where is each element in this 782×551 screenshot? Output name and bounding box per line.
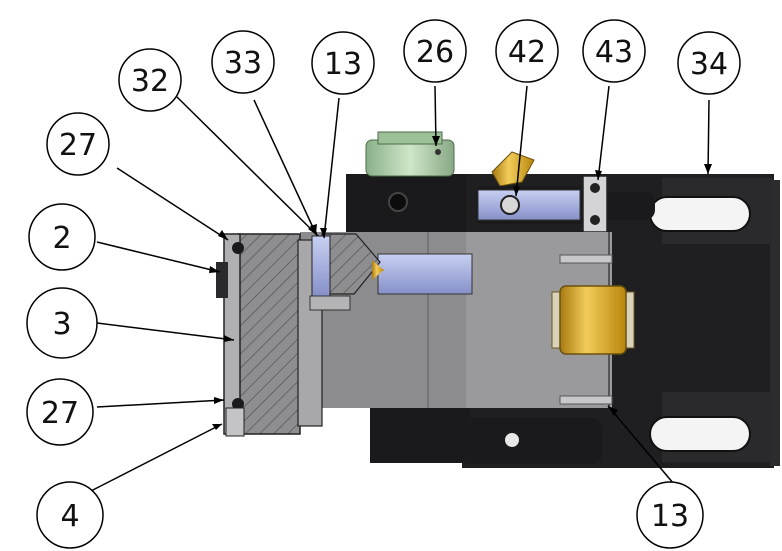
svg-text:27: 27 [41, 396, 79, 431]
balloon-4: 4 [36, 481, 104, 549]
balloon-27-bottom: 27 [26, 378, 94, 446]
svg-text:33: 33 [224, 46, 262, 81]
svg-text:4: 4 [60, 499, 79, 534]
balloon-32: 32 [118, 48, 182, 112]
balloon-33: 33 [211, 30, 275, 94]
balloon-43: 43 [582, 19, 646, 83]
svg-text:26: 26 [416, 35, 454, 70]
svg-text:43: 43 [595, 35, 633, 70]
balloon-13-bottom: 13 [636, 481, 704, 549]
balloon-27-top: 27 [46, 112, 110, 176]
balloon-34: 34 [677, 31, 741, 95]
balloon-42: 42 [495, 19, 559, 83]
svg-text:42: 42 [508, 35, 546, 70]
balloon-26: 26 [403, 19, 467, 83]
svg-text:13: 13 [651, 499, 689, 534]
balloon-13-top: 13 [311, 31, 375, 95]
svg-text:27: 27 [59, 128, 97, 163]
balloon-3: 3 [26, 287, 98, 359]
svg-text:32: 32 [131, 64, 169, 99]
svg-text:3: 3 [52, 307, 71, 342]
assembly-body [216, 131, 780, 468]
svg-text:34: 34 [690, 47, 728, 82]
svg-text:2: 2 [52, 221, 71, 256]
svg-text:13: 13 [324, 47, 362, 82]
balloon-2: 2 [28, 203, 96, 271]
leader-arrowheads [209, 136, 712, 430]
leader-lines [86, 85, 710, 494]
